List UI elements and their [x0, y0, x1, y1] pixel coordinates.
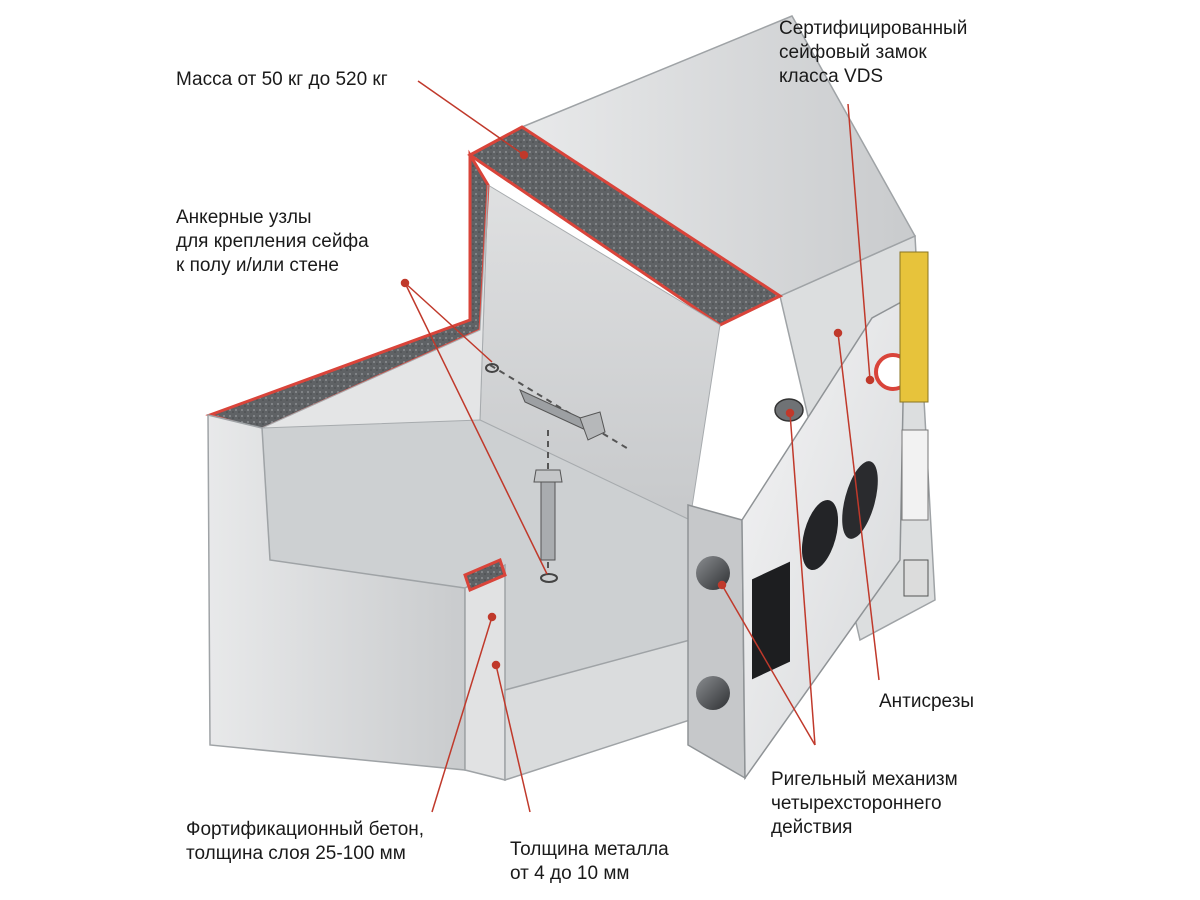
- label-line: действия: [771, 817, 853, 838]
- safe-door: [687, 298, 912, 781]
- label-line: Фортификационный бетон,: [186, 819, 425, 840]
- anchor-bolt-vertical: [533, 430, 563, 583]
- label-line: Ригельный механизм: [771, 769, 958, 790]
- label-line: сейфовый замок: [779, 42, 927, 63]
- label-line: толщина слоя 25-100 мм: [186, 843, 406, 864]
- origin-sticker: [903, 559, 929, 597]
- label-line: Анкерные узлы: [176, 207, 312, 228]
- label-certified-lock: Сертифицированный сейфовый замок класса …: [779, 17, 967, 89]
- label-mass: Масса от 50 кг до 520 кг: [176, 68, 388, 92]
- label-line: четырехстороннего: [771, 793, 942, 814]
- label-bolt-mechanism: Ригельный механизм четырехстороннего дей…: [771, 768, 958, 840]
- label-line: Масса от 50 кг до 520 кг: [176, 69, 388, 90]
- anchor-bolt-horizontal: [485, 363, 631, 451]
- certification-sticker: [899, 251, 929, 403]
- label-line: класса VDS: [779, 66, 884, 87]
- safe-front-slab: [464, 563, 506, 781]
- front-concrete-corner: [463, 557, 507, 593]
- label-metal-thickness: Толщина металла от 4 до 10 мм: [510, 838, 669, 886]
- label-anchor-nodes: Анкерные узлы для крепления сейфа к полу…: [176, 206, 369, 278]
- lid-concrete-section: [467, 125, 784, 327]
- label-fortification-concrete: Фортификационный бетон, толщина слоя 25-…: [186, 818, 424, 866]
- label-line: от 4 до 10 мм: [510, 863, 630, 884]
- brand-sticker: [901, 429, 929, 521]
- label-line: для крепления сейфа: [176, 231, 369, 252]
- leader-lines: [400, 80, 880, 813]
- door-knob-icon: [696, 676, 730, 710]
- label-line: к полу и/или стене: [176, 255, 339, 276]
- label-line: Антисрезы: [879, 691, 975, 712]
- label-line: Сертифицированный: [779, 18, 968, 39]
- label-antidrill: Антисрезы: [879, 690, 974, 714]
- label-line: Толщина металла: [510, 839, 669, 860]
